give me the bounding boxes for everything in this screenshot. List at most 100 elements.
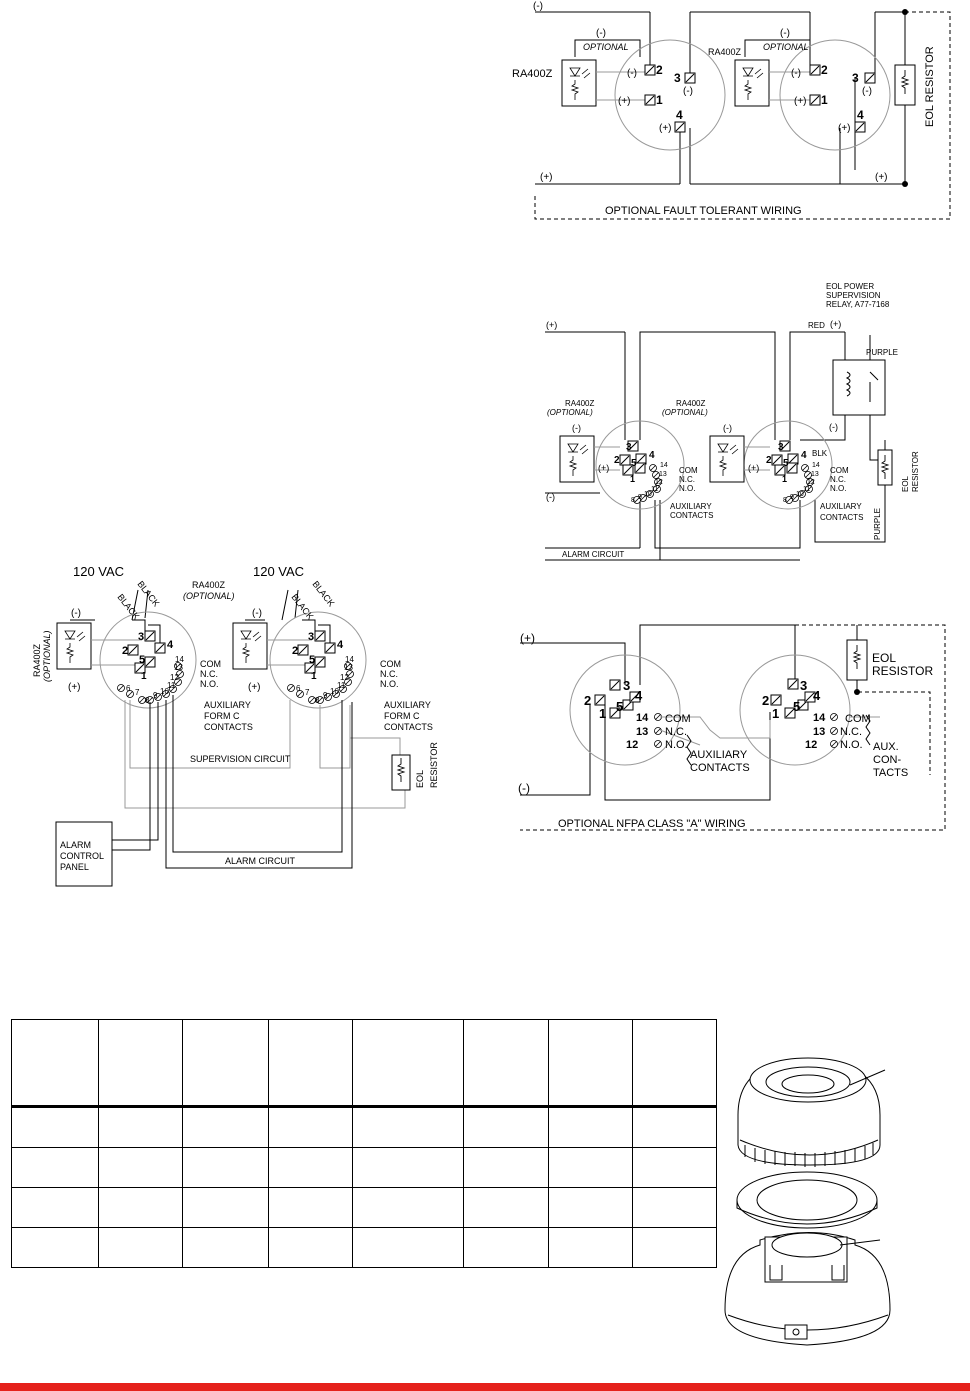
- term-label-2: 2: [821, 63, 828, 77]
- term-label-5: 5: [793, 699, 800, 714]
- pos-label: (+): [68, 682, 81, 693]
- term-label-14: 14: [660, 462, 668, 469]
- panel-label-1: ALARM: [60, 840, 91, 850]
- nc-label: N.C.: [665, 726, 687, 738]
- term-label-11: 11: [803, 486, 810, 493]
- term-label-14: 14: [636, 712, 649, 724]
- term-neg: (-): [791, 68, 801, 79]
- term-label-6: 6: [126, 684, 131, 693]
- term-label-3: 3: [138, 631, 144, 643]
- header-cell: [463, 1019, 550, 1108]
- term-label-7: 7: [305, 688, 310, 697]
- purple-label: PURPLE: [866, 348, 898, 357]
- purple-label: PURPLE: [873, 508, 882, 540]
- pos-label: (+): [875, 172, 888, 183]
- term-label-11: 11: [337, 681, 346, 690]
- term-label-10: 10: [796, 491, 804, 498]
- term-pos: (+): [618, 96, 631, 107]
- aux-label-1: AUXILIARY: [204, 700, 251, 710]
- term-label-13: 13: [811, 471, 819, 478]
- ra400z-label: RA400Z: [565, 399, 594, 408]
- panel-label-3: PANEL: [60, 862, 89, 872]
- term-label-1: 1: [782, 474, 787, 484]
- term-label-1: 1: [141, 671, 147, 682]
- term-label-13: 13: [174, 663, 183, 672]
- vac-label: 120 VAC: [73, 564, 124, 579]
- nfpa-class-a-label: OPTIONAL NFPA CLASS "A" WIRING: [558, 818, 746, 830]
- term-label-12: 12: [626, 739, 638, 751]
- aux-label-1: AUXILIARY: [670, 502, 712, 511]
- term-label-12: 12: [655, 479, 663, 486]
- eol-relay-label-2: SUPERVISION: [826, 291, 881, 300]
- term-label-14: 14: [813, 712, 826, 724]
- nc-label: N.C.: [840, 726, 862, 738]
- eol-relay-label-1: EOL POWER: [826, 282, 874, 291]
- term-label-12: 12: [340, 673, 349, 682]
- table-row: [11, 1187, 717, 1228]
- term-label-3: 3: [800, 678, 807, 693]
- neg-label: (-): [252, 608, 262, 619]
- aux-label-3: CONTACTS: [384, 722, 433, 732]
- neg-label: (-): [596, 28, 606, 39]
- optional-label: OPTIONAL: [583, 42, 629, 52]
- aux-label-1: AUXILIARY: [384, 700, 431, 710]
- aux-label-1: AUXILIARY: [690, 749, 748, 761]
- no-label: N.O.: [200, 679, 219, 689]
- term-neg: (-): [862, 86, 872, 97]
- term-label-4: 4: [857, 108, 864, 122]
- aux-label-3: CONTACTS: [204, 722, 253, 732]
- term-label-1: 1: [656, 93, 663, 107]
- terminal-3: [684, 72, 696, 84]
- eol-label: EOL: [415, 770, 425, 788]
- term-label-3: 3: [308, 631, 314, 643]
- nc-label: N.C.: [200, 669, 218, 679]
- black-label: BLACK: [135, 579, 161, 608]
- term-label-12: 12: [170, 673, 179, 682]
- optional-label: OPTIONAL: [763, 42, 809, 52]
- term-label-5: 5: [309, 654, 315, 666]
- optional-label: (OPTIONAL): [42, 630, 52, 682]
- footer-accent-bar: [0, 1383, 970, 1391]
- black-label: BLACK: [310, 579, 336, 608]
- term-label-3: 3: [778, 442, 784, 453]
- term-label-2: 2: [292, 645, 298, 657]
- term-label-14: 14: [345, 655, 354, 664]
- nc-label: N.C.: [679, 475, 695, 484]
- pos-label: (+): [248, 682, 261, 693]
- pos-label: (+): [520, 631, 535, 645]
- term-label-5: 5: [139, 654, 145, 666]
- term-label-2: 2: [766, 455, 772, 466]
- term-label-2: 2: [584, 693, 591, 708]
- neg-label: (-): [71, 608, 81, 619]
- term-label-8: 8: [783, 497, 787, 504]
- aux-label-2: FORM C: [204, 711, 240, 721]
- com-label: COM: [830, 466, 849, 475]
- term-label-2: 2: [656, 63, 663, 77]
- specification-table: [11, 1019, 717, 1268]
- ra400z-label: RA400Z: [708, 47, 742, 57]
- eol-relay-diagram: (+) (-) EOL POWER SUPERVISION RELAY, A77…: [545, 282, 920, 561]
- term-label-3: 3: [626, 442, 632, 453]
- term-label-11: 11: [167, 681, 176, 690]
- term-pos: (+): [838, 123, 851, 134]
- aux2-label-1: AUX.: [873, 741, 899, 753]
- supervision-label: SUPERVISION CIRCUIT: [190, 754, 291, 764]
- term-label-6: 6: [296, 684, 301, 693]
- header-cell: [97, 1019, 183, 1108]
- aux2-label-2: CON-: [873, 754, 901, 766]
- detector-exploded-illustration: [724, 1057, 891, 1346]
- term-label-8: 8: [631, 497, 635, 504]
- term-label-1: 1: [772, 706, 779, 721]
- term-label-2: 2: [614, 455, 620, 466]
- blk-label: BLK: [812, 449, 828, 458]
- eol-label: EOL: [872, 651, 896, 665]
- neg-label: (-): [572, 423, 581, 433]
- term-label-10: 10: [330, 687, 339, 696]
- neg-label: (-): [546, 492, 555, 502]
- term-label-5: 5: [631, 458, 637, 469]
- term-label-3: 3: [674, 71, 681, 85]
- term-neg: (-): [627, 68, 637, 79]
- fault-tolerant-diagram: (-) (-) OPTIONAL (-) OPTIONAL RA400Z RA4…: [512, 1, 951, 220]
- neg-label: (-): [723, 423, 732, 433]
- term-label-2: 2: [122, 645, 128, 657]
